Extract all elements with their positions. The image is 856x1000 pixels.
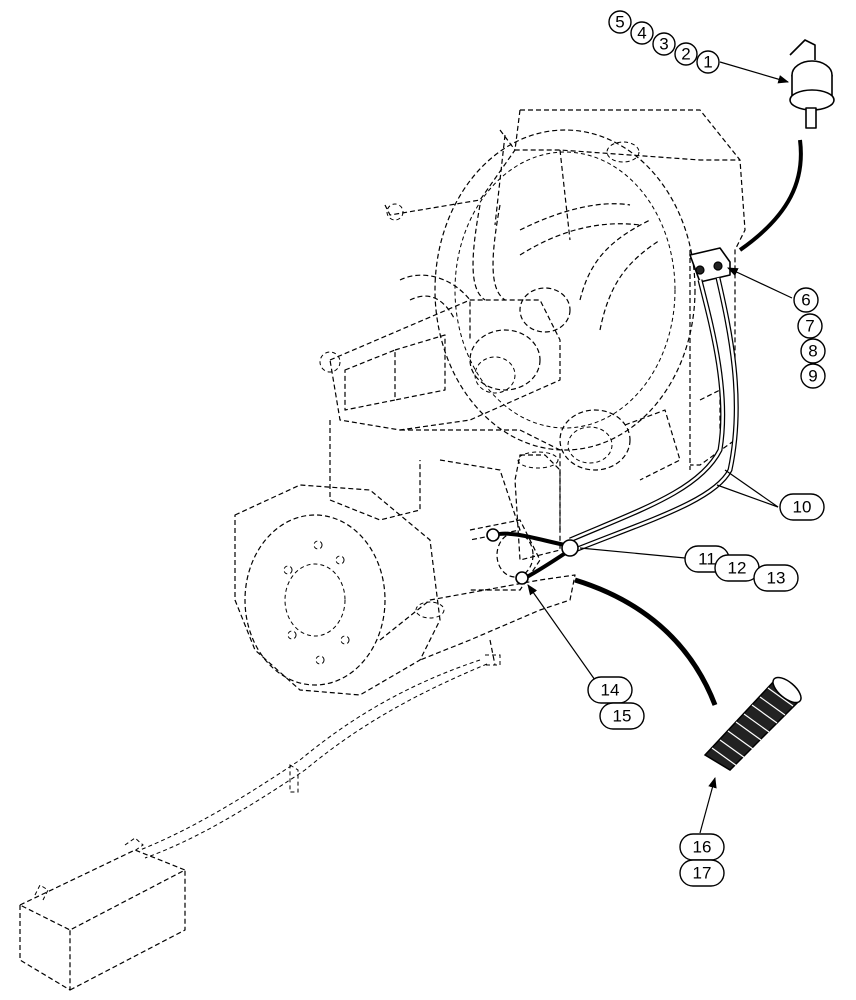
callout-10: 10 [779, 493, 825, 521]
switch-wire [738, 139, 803, 252]
callout-2: 2 [674, 42, 698, 66]
svg-text:10: 10 [793, 498, 812, 517]
callout-16: 16 [679, 833, 725, 861]
svg-text:14: 14 [601, 681, 620, 700]
svg-text:13: 13 [767, 569, 786, 588]
callout-6: 6 [793, 287, 819, 313]
callout-12: 12 [714, 554, 760, 582]
callout-17: 17 [679, 859, 725, 887]
svg-text:17: 17 [693, 864, 712, 883]
svg-text:11: 11 [698, 550, 716, 569]
callout-4: 4 [630, 21, 654, 45]
battery-and-cable-outline [19, 659, 488, 991]
svg-text:3: 3 [659, 35, 668, 54]
svg-text:7: 7 [805, 317, 814, 336]
leader-lines [527, 61, 793, 834]
callout-15: 15 [599, 702, 645, 730]
callout-14: 14 [587, 676, 633, 704]
svg-text:5: 5 [615, 13, 624, 32]
svg-text:2: 2 [681, 45, 690, 64]
callout-3: 3 [652, 32, 676, 56]
svg-text:9: 9 [808, 367, 817, 386]
harness-indicator-curve [574, 577, 718, 706]
svg-text:8: 8 [808, 342, 817, 361]
callout-7: 7 [797, 313, 823, 339]
callout-5: 5 [608, 10, 632, 34]
battery-cables [486, 277, 739, 585]
callout-8: 8 [800, 338, 826, 364]
svg-text:4: 4 [637, 24, 646, 43]
svg-text:16: 16 [693, 838, 712, 857]
cable-bracket [689, 247, 731, 283]
svg-text:15: 15 [613, 707, 632, 726]
key-switch [789, 39, 835, 129]
callout-13: 13 [753, 564, 799, 592]
svg-text:12: 12 [728, 559, 747, 578]
callout-1: 1 [696, 50, 720, 74]
engine-outline [234, 109, 746, 696]
callout-9: 9 [800, 363, 826, 389]
svg-text:6: 6 [801, 291, 810, 310]
svg-text:1: 1 [703, 53, 712, 72]
convoluted-sleeve [703, 676, 802, 771]
